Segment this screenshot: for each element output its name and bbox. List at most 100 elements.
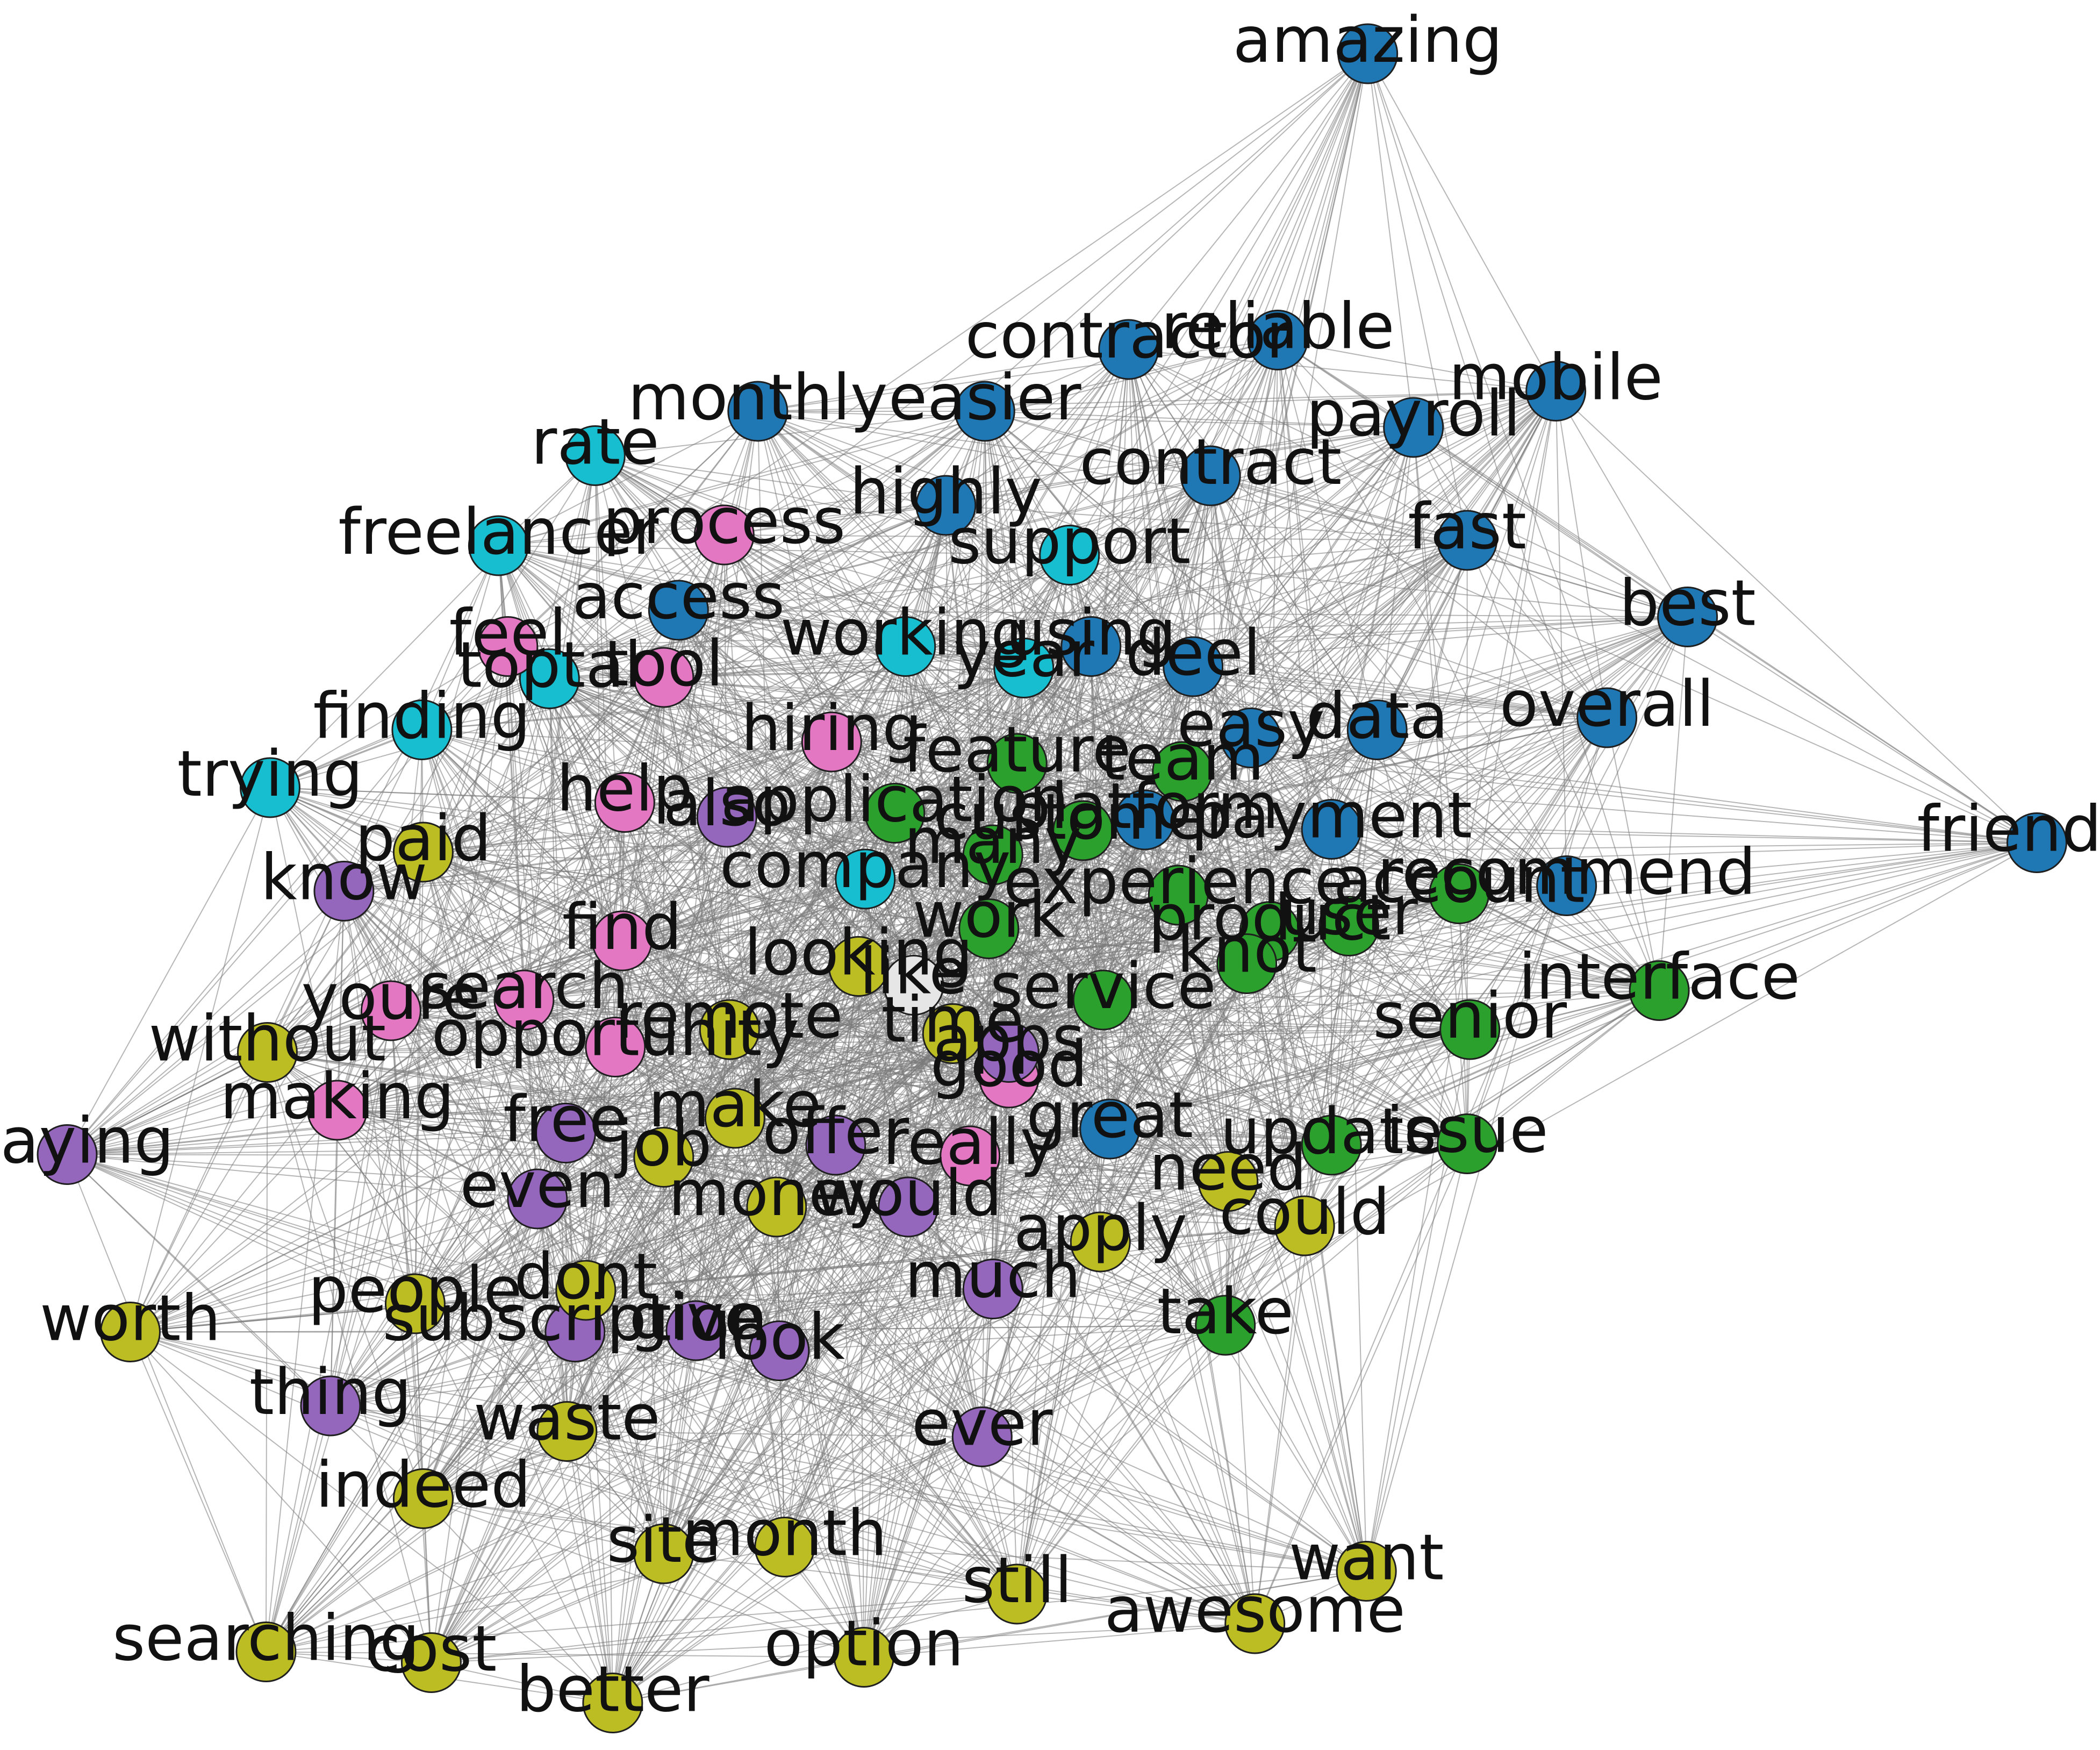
- label-would: would: [814, 1156, 1002, 1230]
- label-mobile: mobile: [1449, 340, 1662, 414]
- edge-finding-also: [421, 729, 727, 818]
- edge-ever-knot: [981, 963, 1248, 1437]
- edge-apply-customer: [1082, 830, 1101, 1242]
- node-team: [1152, 741, 1213, 802]
- edge-subscription-paid: [422, 852, 576, 1332]
- node-finding: [391, 699, 453, 760]
- edge-feel-youre: [390, 646, 508, 1011]
- edge-option-take: [863, 1325, 1226, 1658]
- node-company: [835, 848, 896, 910]
- edge-best-account: [1458, 616, 1688, 895]
- edge-amazing-tool: [663, 53, 1368, 678]
- node-access: [648, 580, 709, 641]
- edge-toptal-feature: [549, 678, 1017, 764]
- edge-easier-would: [907, 411, 986, 1208]
- edge-working-tool: [663, 646, 906, 678]
- edge-easier-process: [723, 411, 985, 535]
- node-cost: [400, 1632, 462, 1693]
- edge-still-searching: [266, 1594, 1017, 1653]
- edge-waste-like: [567, 984, 914, 1432]
- edge-payment-recommend: [1331, 828, 1567, 887]
- label-good: good: [930, 1027, 1088, 1101]
- edge-trying-make: [269, 787, 735, 1119]
- edge-money-better: [612, 1206, 777, 1703]
- edge-year-worth: [130, 667, 1024, 1333]
- edge-rate-team: [594, 455, 1183, 772]
- edge-year-application: [894, 667, 1024, 814]
- edge-paying-people: [67, 1154, 415, 1304]
- edge-indeed-site: [423, 1498, 664, 1554]
- edge-support-want: [1069, 555, 1367, 1572]
- label-site: site: [607, 1503, 721, 1577]
- label-month: month: [682, 1496, 887, 1570]
- node-awesome: [1224, 1593, 1286, 1654]
- label-experience: experience: [1004, 845, 1353, 918]
- edge-making-paid: [336, 852, 424, 1111]
- edge-month-customer: [784, 830, 1084, 1547]
- edge-find-feature: [621, 763, 1017, 941]
- edge-support-youre: [390, 554, 1070, 1011]
- edge-process-team: [723, 534, 1183, 772]
- node-application: [864, 783, 926, 844]
- edge-make-service: [735, 999, 1103, 1119]
- edge-best-friendly: [1687, 616, 2038, 844]
- edge-access-freelancer: [498, 545, 679, 611]
- label-opportunity: opportunity: [432, 996, 799, 1070]
- label-subscription: subscription: [383, 1281, 768, 1355]
- edge-fast-best: [1467, 540, 1688, 618]
- edge-easier-access: [678, 411, 985, 611]
- edge-support-toptal: [549, 554, 1070, 680]
- edge-paid-waste: [422, 852, 568, 1432]
- edge-overall-freelancer: [498, 545, 1607, 718]
- edge-really-better: [612, 1155, 971, 1704]
- edge-user-interface: [1349, 925, 1660, 991]
- edge-mobile-support: [1069, 390, 1556, 556]
- node-thing: [300, 1375, 361, 1437]
- edge-need-senior: [1228, 1029, 1471, 1182]
- label-really: really: [883, 1105, 1057, 1179]
- edge-indeed-interface: [423, 990, 1660, 1499]
- edge-find-paid: [422, 852, 622, 941]
- label-youre: youre: [301, 960, 481, 1034]
- node-amazing: [1337, 23, 1399, 84]
- node-issue: [1437, 1113, 1498, 1174]
- edge-awesome-option: [864, 1623, 1255, 1658]
- label-payment: payment: [1191, 778, 1472, 852]
- edge-fast-friendly: [1467, 540, 2037, 844]
- node-interface: [1629, 960, 1690, 1021]
- edge-opportunity-without: [267, 1046, 615, 1053]
- label-thing: thing: [249, 1355, 412, 1429]
- label-indeed: indeed: [316, 1448, 531, 1522]
- edge-many-issue: [992, 854, 1468, 1145]
- label-better: better: [516, 1652, 709, 1726]
- label-payroll: payroll: [1306, 377, 1521, 451]
- edge-making-even: [337, 1110, 538, 1199]
- edge-cost-feature: [431, 763, 1018, 1663]
- edge-want-issue: [1366, 1144, 1468, 1572]
- edge-good-cost: [431, 1077, 1009, 1663]
- edge-access-best: [678, 610, 1688, 618]
- label-help: help: [556, 752, 693, 825]
- edge-indeed-month: [423, 1498, 785, 1548]
- edge-support-awesome: [1069, 555, 1256, 1624]
- edge-know-indeed: [343, 891, 424, 1499]
- edge-still-cost: [431, 1594, 1017, 1663]
- edge-awesome-customer: [1082, 830, 1256, 1624]
- edge-great-take: [1109, 1128, 1226, 1326]
- edge-highly-find: [621, 505, 947, 941]
- label-like: like: [859, 934, 967, 1008]
- edge-even-searching: [266, 1198, 538, 1653]
- edge-trying-worth: [130, 787, 271, 1332]
- edge-good-thing: [330, 1077, 1009, 1406]
- edge-monthly-using: [757, 411, 1092, 647]
- edge-overall-experience: [1178, 717, 1607, 896]
- edge-team-application: [894, 771, 1182, 814]
- node-toptal: [519, 648, 580, 709]
- node-could: [1274, 1195, 1335, 1256]
- edge-time-indeed: [422, 1033, 953, 1499]
- node-without: [236, 1022, 298, 1083]
- label-apps: apps: [933, 1002, 1085, 1075]
- edge-without-searching: [265, 1052, 268, 1652]
- edge-recommend-issue: [1466, 885, 1567, 1144]
- label-worth: worth: [40, 1281, 221, 1355]
